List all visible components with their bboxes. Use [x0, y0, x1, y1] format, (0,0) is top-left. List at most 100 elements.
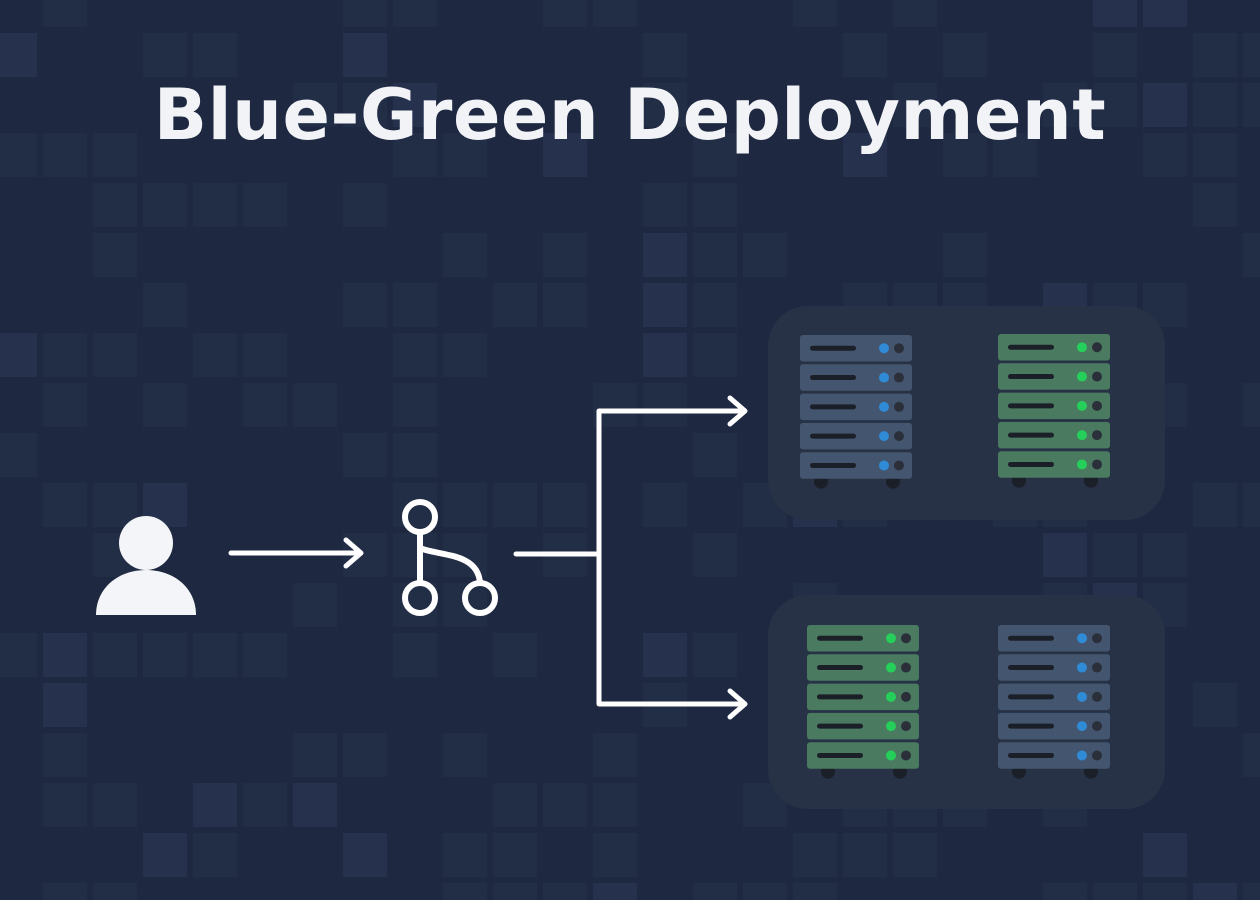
status-led-off: [1092, 721, 1102, 732]
grid-tile: [393, 433, 437, 477]
slot-bar: [1008, 461, 1054, 467]
grid-tile: [1093, 33, 1137, 77]
grid-tile: [1093, 533, 1137, 577]
status-led-off: [894, 343, 904, 354]
grid-tile: [1143, 533, 1187, 577]
slot-bar: [817, 665, 863, 671]
grid-tile: [1043, 883, 1087, 900]
grid-tile: [1043, 83, 1087, 127]
grid-tile: [543, 283, 587, 327]
grid-tile: [493, 633, 537, 677]
grid-tile: [943, 233, 987, 277]
grid-tile: [93, 183, 137, 227]
grid-tile: [393, 283, 437, 327]
server-rack-blue: [998, 625, 1110, 779]
grid-tile: [1243, 33, 1260, 77]
status-led: [879, 372, 889, 383]
slot-bar: [810, 462, 856, 468]
grid-tile: [393, 0, 437, 27]
grid-tile: [1143, 0, 1187, 27]
grid-tile: [593, 0, 637, 27]
grid-tile: [493, 283, 537, 327]
server-rack-green: [998, 334, 1110, 488]
status-led: [879, 401, 889, 412]
grid-tile: [543, 883, 587, 900]
grid-tile: [493, 833, 537, 877]
status-led: [1077, 721, 1087, 732]
grid-tile: [643, 383, 687, 427]
grid-tile: [1243, 483, 1260, 527]
grid-tile: [343, 733, 387, 777]
grid-tile: [93, 483, 137, 527]
grid-tile: [293, 783, 337, 827]
grid-tile: [1093, 0, 1137, 27]
grid-tile: [443, 733, 487, 777]
grid-tile: [843, 833, 887, 877]
status-led: [1077, 371, 1087, 382]
grid-tile: [143, 383, 187, 427]
grid-tile: [143, 833, 187, 877]
grid-tile: [0, 33, 37, 77]
status-led: [886, 662, 896, 673]
slot-bar: [1008, 344, 1054, 350]
grid-tile: [893, 833, 937, 877]
status-led: [1077, 750, 1087, 761]
grid-tile: [443, 833, 487, 877]
grid-tile: [293, 383, 337, 427]
user-icon: [96, 516, 196, 615]
grid-tile: [543, 133, 587, 177]
grid-tile: [793, 833, 837, 877]
grid-tile: [443, 233, 487, 277]
status-led-off: [1092, 371, 1102, 382]
status-led: [1077, 691, 1087, 702]
grid-tile: [693, 283, 737, 327]
grid-tile: [343, 283, 387, 327]
status-led: [1077, 633, 1087, 644]
status-led: [1077, 400, 1087, 411]
status-led-off: [894, 460, 904, 471]
status-led: [886, 750, 896, 761]
slot-bar: [817, 694, 863, 700]
grid-tile: [93, 633, 137, 677]
grid-tile: [643, 233, 687, 277]
grid-tile: [1143, 883, 1187, 900]
grid-tile: [1193, 133, 1237, 177]
slot-bar: [817, 635, 863, 641]
status-led-off: [1092, 633, 1102, 644]
status-led-off: [901, 691, 911, 702]
grid-tile: [543, 0, 587, 27]
grid-tile: [1193, 683, 1237, 727]
grid-tile: [593, 733, 637, 777]
grid-tile: [893, 0, 937, 27]
grid-tile: [243, 633, 287, 677]
grid-tile: [593, 883, 637, 900]
status-led: [879, 343, 889, 354]
page-title: Blue-Green Deployment: [153, 74, 1107, 156]
grid-tile: [343, 83, 387, 127]
grid-tile: [693, 183, 737, 227]
grid-tile: [243, 183, 287, 227]
status-led: [886, 633, 896, 644]
grid-tile: [593, 833, 637, 877]
grid-tile: [293, 583, 337, 627]
slot-bar: [817, 752, 863, 758]
slot-bar: [1008, 432, 1054, 438]
status-led-off: [1092, 459, 1102, 470]
status-led: [1077, 459, 1087, 470]
status-led-off: [901, 633, 911, 644]
grid-tile: [1243, 733, 1260, 777]
slot-bar: [1008, 665, 1054, 671]
grid-tile: [893, 83, 937, 127]
grid-tile: [143, 33, 187, 77]
grid-tile: [393, 333, 437, 377]
grid-tile: [0, 133, 37, 177]
server-rack-green: [807, 625, 919, 779]
grid-tile: [443, 483, 487, 527]
grid-tile: [0, 333, 37, 377]
slot-bar: [810, 345, 856, 351]
grid-tile: [43, 333, 87, 377]
grid-tile: [93, 783, 137, 827]
grid-tile: [743, 883, 787, 900]
grid-tile: [343, 0, 387, 27]
